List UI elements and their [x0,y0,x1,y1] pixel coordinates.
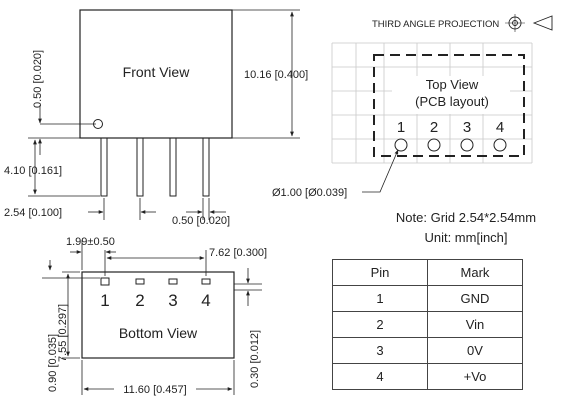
front-top-offset-dim: 0.50 [0.020] [32,50,44,108]
table-cell-mark: GND [427,285,523,312]
bottom-body [81,271,235,359]
table-row: 1 GND [332,285,523,312]
bottom-pin-number: 1 [100,291,109,310]
table-header-mark: Mark [427,259,523,286]
bottom-pad [135,278,145,285]
bottom-width-dim: 11.60 [0.457] [123,384,186,396]
unit-note: Unit: mm[inch] [424,230,507,245]
top-view-subtitle: (PCB layout) [415,94,489,109]
bottom-height-dim: 7.55 [0.297] [57,304,69,362]
table-cell-pin: 2 [332,311,428,338]
table-header-pin: Pin [332,259,428,286]
table-cell-pin: 3 [332,337,428,364]
bottom-view: Bottom View 1 2 3 4 1.99±0.50 7.62 [0.30… [42,236,267,396]
table-cell-mark: 0V [427,337,523,364]
front-pin [136,137,144,197]
top-pin-number: 4 [496,119,504,136]
pcb-outline [373,54,525,157]
table-cell-pin: 1 [332,285,428,312]
bottom-pad [201,278,211,285]
table-cell-mark: +Vo [427,363,523,390]
bottom-pin-number: 4 [201,291,210,310]
table-header-row: Pin Mark [332,259,523,286]
bottom-pin1-offset-dim: 1.99±0.50 [66,236,115,248]
projection-label: THIRD ANGLE PROJECTION [372,19,499,30]
table-cell-pin: 4 [332,363,428,390]
front-height-dim: 10.16 [0.400] [244,69,308,81]
bottom-pin-number: 3 [168,291,177,310]
top-pin-number: 1 [397,119,405,136]
projection-cone-icon [532,15,553,31]
front-body [79,9,233,139]
bottom-pad [168,278,178,285]
top-pin-number: 2 [430,119,438,136]
bottom-span-dim: 7.62 [0.300] [209,247,267,259]
front-pin [202,137,210,197]
front-pin-length-dim: 4.10 [0.161] [4,165,62,177]
front-view-title: Front View [123,64,191,80]
bottom-lead-offset-dim: 0.30 [0.012] [249,330,261,388]
table-row: 3 0V [332,337,523,364]
front-pin-width-dim: 0.50 [0.020] [172,215,230,227]
pin-table: Pin Mark 1 GND 2 Vin 3 0V 4 +Vo [332,259,523,390]
front-pitch-dim: 2.54 [0.100] [4,207,62,219]
projection-symbol: THIRD ANGLE PROJECTION [372,14,553,32]
front-pin [169,137,177,197]
pcb-hole [493,138,507,152]
top-view-title: Top View [426,77,479,92]
top-pin-number: 3 [463,119,471,136]
hole-dim: Ø1.00 [Ø0.039] [272,187,347,199]
table-row: 4 +Vo [332,363,523,390]
front-view: Front View 10.16 [0.400] 0.50 [0.020] 4.… [4,9,308,227]
bottom-offset-dim: 0.90 [0.035] [47,334,59,392]
pcb-hole [460,138,474,152]
bottom-pad-square [100,277,110,286]
bottom-pin-number: 2 [135,291,144,310]
top-view: Top View (PCB layout) 1 2 3 4 Ø1.00 [Ø0.… [272,42,533,199]
pcb-hole [394,138,408,152]
table-row: 2 Vin [332,311,523,338]
front-pin [100,137,108,197]
table-cell-mark: Vin [427,311,523,338]
pcb-hole [427,138,441,152]
bottom-view-title: Bottom View [119,325,198,341]
grid-note: Note: Grid 2.54*2.54mm [396,210,536,225]
